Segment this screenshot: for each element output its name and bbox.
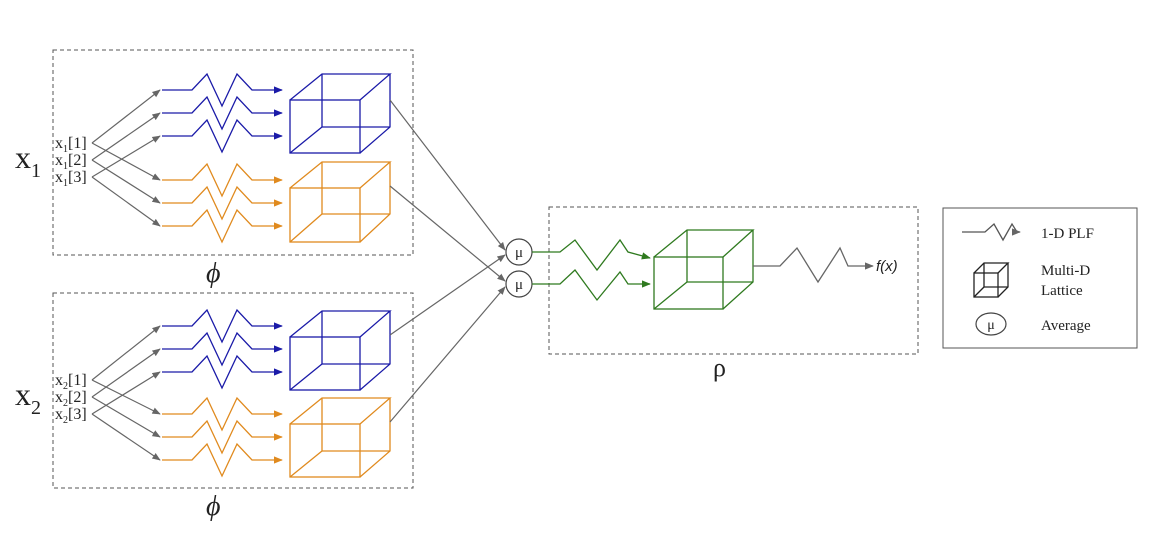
legend-average-symbol: μ — [987, 318, 995, 333]
wire — [91, 371, 161, 415]
lattice-cube-green — [653, 229, 755, 310]
average-symbol: μ — [515, 245, 523, 261]
legend-box — [942, 207, 1138, 349]
wire — [91, 325, 161, 381]
wire — [91, 396, 161, 438]
plf-blue-4 — [162, 308, 283, 344]
plf-blue-1 — [162, 72, 283, 108]
feature-wires-1 — [91, 89, 161, 227]
wire — [389, 99, 506, 251]
legend-lattice-label-2: Lattice — [1041, 283, 1083, 299]
rho-box — [548, 206, 919, 355]
plf-group-orange-2 — [162, 396, 283, 478]
legend-average-label: Average — [1041, 318, 1091, 334]
wire — [91, 348, 161, 398]
plf-blue-3 — [162, 118, 283, 154]
plf-green-output — [753, 246, 874, 284]
lattice-cube-orange-2 — [289, 397, 392, 478]
plf-green-2 — [532, 269, 651, 302]
wire — [389, 254, 506, 336]
phi-box-1 — [52, 49, 414, 256]
plf-orange-1 — [162, 162, 283, 198]
feature-label-x1-2: x1[2] — [55, 152, 87, 172]
plf-blue-6 — [162, 354, 283, 390]
feature-label-x1-3: x1[3] — [55, 169, 87, 189]
phi-label-1: ϕ — [206, 258, 221, 289]
wire — [91, 413, 161, 461]
rho-block: f(x) ρ — [532, 206, 919, 382]
feature-label-x2-3: x2[3] — [55, 406, 87, 426]
wire — [91, 142, 161, 181]
phi-block-2: x2 x2[1] x2[2] x2[3] — [15, 292, 414, 522]
output-label: f(x) — [876, 258, 898, 275]
input-label-x2: x2 — [15, 376, 41, 419]
feature-label-x2-1: x2[1] — [55, 372, 87, 392]
wire — [91, 159, 161, 204]
feature-wires-2 — [91, 325, 161, 461]
legend-lattice-icon — [973, 262, 1010, 298]
plf-orange-6 — [162, 442, 283, 478]
plf-orange-3 — [162, 208, 283, 244]
plf-blue-2 — [162, 95, 283, 131]
plf-orange-5 — [162, 419, 283, 455]
lattice-cube-orange-1 — [289, 161, 392, 243]
plf-orange-4 — [162, 396, 283, 432]
plf-group-blue-2 — [162, 308, 283, 390]
phi-block-1: x1 x1[1] x1[2] x1[3] — [15, 49, 414, 289]
wire — [389, 286, 506, 423]
lattice-cube-blue-2 — [289, 310, 392, 391]
rho-label: ρ — [713, 353, 726, 382]
feature-labels-2: x2[1] x2[2] x2[3] — [55, 372, 87, 426]
wire — [91, 176, 161, 227]
average-node-1: μ — [505, 238, 533, 266]
legend-plf-icon — [962, 222, 1021, 242]
plf-orange-2 — [162, 185, 283, 221]
phi-box-2 — [52, 292, 414, 489]
wire — [389, 185, 506, 282]
wire — [91, 135, 161, 178]
plf-green-1 — [532, 238, 651, 272]
feature-label-x1-1: x1[1] — [55, 135, 87, 155]
plf-group-blue-1 — [162, 72, 283, 154]
feature-label-x2-2: x2[2] — [55, 389, 87, 409]
average-symbol: μ — [515, 277, 523, 293]
legend: 1-D PLF Multi-D Lattice μ Average — [942, 207, 1138, 349]
legend-plf-label: 1-D PLF — [1041, 226, 1094, 242]
lattice-cube-blue-1 — [289, 73, 392, 154]
legend-lattice-label-1: Multi-D — [1041, 263, 1090, 279]
aggregation-wires — [389, 99, 506, 423]
wire — [91, 112, 161, 161]
plf-group-orange-1 — [162, 162, 283, 244]
feature-labels-1: x1[1] x1[2] x1[3] — [55, 135, 87, 189]
wire — [91, 379, 161, 415]
phi-label-2: ϕ — [206, 491, 221, 522]
plf-blue-5 — [162, 331, 283, 367]
legend-average-icon — [975, 312, 1007, 336]
input-label-x1: x1 — [15, 139, 41, 182]
wire — [91, 89, 161, 144]
average-node-2: μ — [505, 270, 533, 298]
